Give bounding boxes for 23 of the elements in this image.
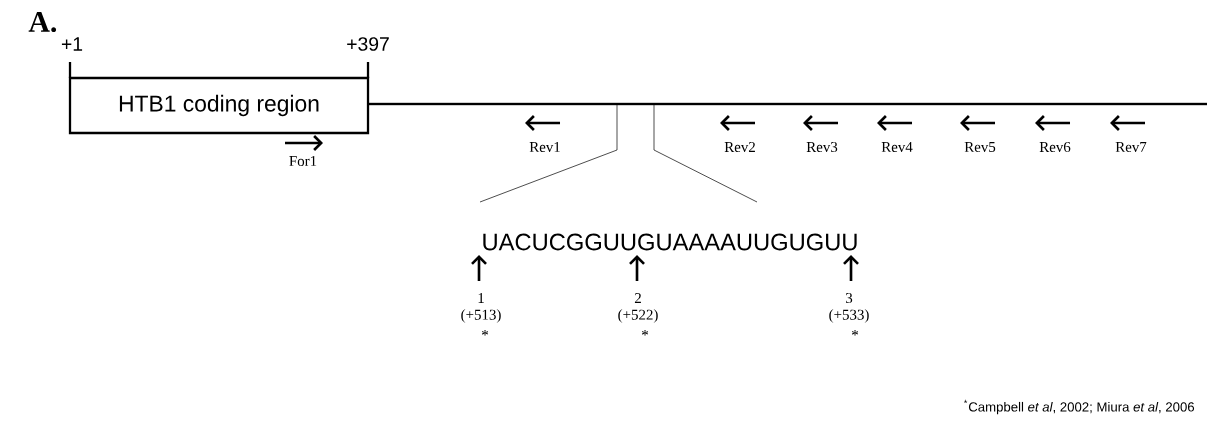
asterisk: * bbox=[852, 330, 859, 336]
footnote: $^{*}$Campbell et al, 2002; Miura et al, 2006 bbox=[963, 399, 1195, 415]
site-position: (+513) bbox=[461, 309, 501, 323]
sequence-text: UACUCGGUUGUAAAAUUGUGUU bbox=[483, 233, 857, 251]
position-label: +1 bbox=[61, 37, 83, 51]
primer-label: Rev7 bbox=[1115, 142, 1147, 152]
site-number: 2 bbox=[634, 293, 641, 303]
coding-region-box: HTB1 coding region bbox=[68, 76, 370, 135]
primer-label: Rev3 bbox=[806, 142, 838, 152]
primer-label: Rev2 bbox=[724, 142, 755, 152]
asterisk: * bbox=[642, 330, 649, 336]
site-position: (+522) bbox=[618, 309, 658, 323]
primer-label: For1 bbox=[289, 156, 317, 166]
primer-label: Rev4 bbox=[881, 142, 913, 152]
asterisk: * bbox=[482, 330, 489, 336]
site-position: (+533) bbox=[829, 309, 869, 323]
primer-label: Rev5 bbox=[964, 142, 996, 152]
position-label: +397 bbox=[347, 37, 389, 51]
primer-label: Rev6 bbox=[1039, 142, 1071, 152]
site-number: 1 bbox=[478, 293, 484, 303]
primer-label: Rev1 bbox=[529, 142, 560, 152]
panel-letter: A. bbox=[28, 11, 57, 33]
site-number: 3 bbox=[846, 293, 853, 303]
